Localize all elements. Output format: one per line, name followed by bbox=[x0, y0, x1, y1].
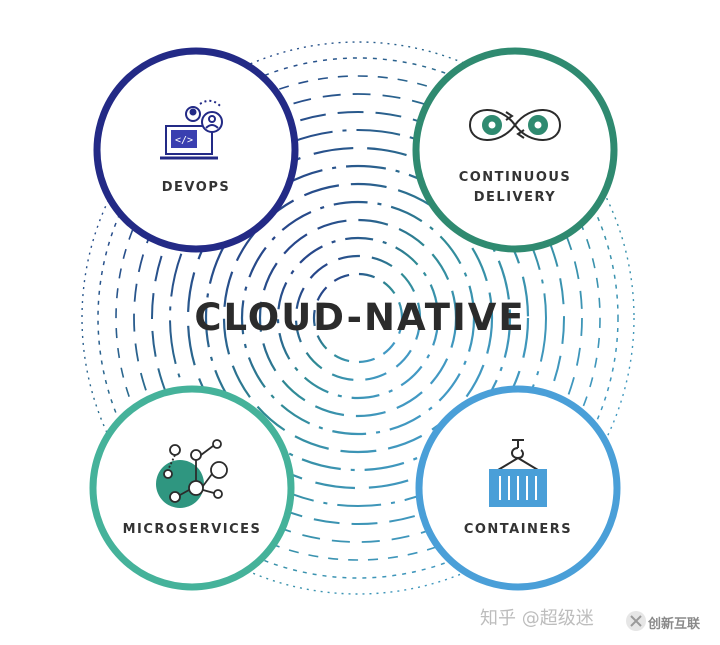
dashed-ring bbox=[133, 93, 583, 543]
dashed-ring bbox=[115, 75, 601, 561]
dashed-ring bbox=[276, 236, 440, 400]
dashed-ring bbox=[81, 41, 635, 595]
continuous-delivery-circle bbox=[412, 47, 618, 253]
dashed-ring bbox=[186, 146, 530, 490]
gears-infinity-icon bbox=[468, 109, 562, 141]
containers-node bbox=[415, 385, 621, 591]
watermark-logo-text: 创新互联 bbox=[648, 617, 701, 632]
continuous-delivery-label: CONTINUOUS DELIVERY bbox=[455, 168, 575, 208]
center-title: CLOUD-NATIVE bbox=[194, 296, 526, 339]
dashed-ring bbox=[222, 182, 494, 454]
microservices-label: MICROSERVICES bbox=[122, 522, 262, 537]
dashed-ring bbox=[204, 164, 512, 472]
devops-label: DEVOPS bbox=[161, 180, 231, 195]
dashed-ring bbox=[312, 272, 404, 364]
watermark-logo bbox=[626, 611, 646, 631]
watermark-text: 知乎 @超级迷 bbox=[480, 608, 594, 629]
dashed-ring bbox=[169, 129, 547, 507]
dashed-ring bbox=[151, 111, 565, 525]
continuous-delivery-node bbox=[412, 47, 618, 253]
dashed-ring bbox=[258, 218, 458, 418]
concentric-rings bbox=[81, 41, 635, 595]
svg-text:</>: </> bbox=[175, 135, 193, 146]
dashed-ring bbox=[294, 254, 422, 382]
continuous-delivery-label-line1: CONTINUOUS bbox=[458, 170, 572, 185]
devops-node: </> bbox=[93, 47, 299, 253]
microservices-node bbox=[89, 385, 295, 591]
laptop-code-users-icon: </> bbox=[160, 99, 223, 160]
shipping-container-icon bbox=[489, 439, 547, 507]
continuous-delivery-label-line2: DELIVERY bbox=[473, 190, 557, 205]
dashed-ring bbox=[240, 200, 476, 436]
containers-label: CONTAINERS bbox=[463, 522, 573, 537]
dashed-ring bbox=[97, 57, 619, 579]
network-nodes-icon bbox=[156, 439, 228, 508]
